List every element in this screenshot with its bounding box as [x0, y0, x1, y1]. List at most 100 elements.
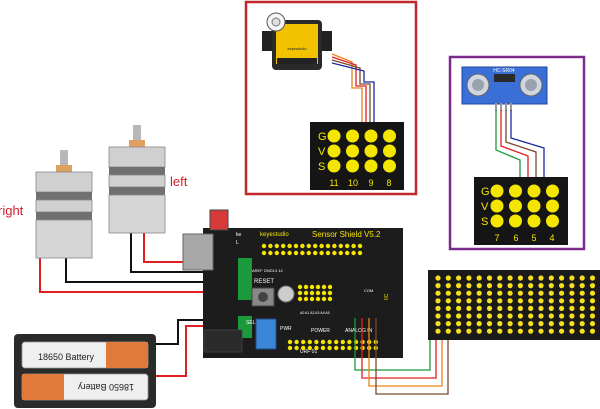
- shield-header-label: AREF GND13 12: [252, 268, 283, 273]
- led-dot: [528, 290, 534, 296]
- ultrasonic-pin-board: G V S 7 6 5 4: [474, 177, 568, 245]
- shield-header-pin: [319, 250, 324, 256]
- led-dot: [507, 275, 513, 281]
- led-dot: [517, 290, 524, 296]
- shield-header-pin: [303, 290, 309, 296]
- led-dot: [548, 313, 554, 319]
- led-dot: [538, 283, 544, 289]
- led-dot: [528, 321, 534, 327]
- ultrasonic-frame: [448, 55, 586, 251]
- led-dot: [589, 283, 596, 289]
- battery-cell-label: 18650 Battery: [77, 382, 134, 392]
- battery-cell-label: 18650 Battery: [38, 352, 95, 362]
- shield-iic-label: IIC: [384, 293, 390, 300]
- led-dot: [445, 283, 451, 289]
- servo-pin: [346, 159, 359, 173]
- led-dot: [435, 313, 441, 319]
- led-dot: [517, 328, 524, 334]
- led-dot: [466, 313, 472, 319]
- servo-pin: [364, 159, 378, 173]
- led-dot: [589, 298, 596, 304]
- shield-header-pin: [309, 296, 315, 302]
- led-dot: [435, 275, 441, 281]
- shield-header-pin: [301, 339, 306, 345]
- led-dot: [538, 275, 544, 281]
- shield-analog-label: ANALOG IN: [345, 328, 373, 334]
- shield-header-pin: [327, 284, 333, 290]
- shield-header-pin: [293, 250, 299, 256]
- led-dot: [456, 313, 462, 319]
- shield-header-pin: [347, 339, 352, 345]
- led-dot: [445, 290, 451, 296]
- led-dot: [538, 321, 544, 327]
- ultrasonic-wires: [495, 110, 545, 188]
- shield-header-pin: [325, 243, 331, 249]
- shield-reset-label: RESET: [254, 279, 274, 285]
- ultrasonic-model: HC-SR04: [493, 68, 515, 74]
- sel-switch[interactable]: [255, 318, 277, 350]
- led-dot: [589, 275, 596, 281]
- shield-header-pin: [300, 250, 305, 256]
- shield-mid-header: [297, 284, 333, 302]
- shield-header-pin: [345, 243, 350, 249]
- servo-pin: [327, 144, 341, 158]
- led-dot: [445, 321, 451, 327]
- led-dot: [559, 275, 565, 281]
- led-dot: [445, 305, 451, 311]
- ultrasonic-pin: [490, 214, 504, 228]
- led-dot: [569, 275, 575, 281]
- led-dot: [476, 321, 482, 327]
- led-dot: [579, 290, 585, 296]
- shield-header-pin: [340, 345, 345, 351]
- led-dot: [507, 321, 513, 327]
- shield-header-pin: [293, 243, 299, 249]
- led-dot: [538, 328, 544, 334]
- shield-header-pin: [314, 345, 319, 351]
- motor-wires: [39, 232, 238, 293]
- led-dot: [579, 328, 585, 334]
- servo-pin-number: 8: [386, 178, 391, 188]
- led-dot: [507, 290, 513, 296]
- ultrasonic-pin: [490, 184, 504, 198]
- shield-header-pin: [303, 284, 309, 290]
- servo-motor: keyestudio: [262, 12, 332, 70]
- shield-power-label: POWER: [311, 328, 330, 334]
- shield-uart-label: URF 01: [300, 349, 317, 355]
- shield-header-pin: [315, 296, 321, 302]
- servo-pin: [346, 144, 359, 158]
- led-dot: [517, 313, 524, 319]
- led-dot: [435, 305, 441, 311]
- led-dot: [456, 290, 462, 296]
- shield-header-pin: [297, 296, 303, 302]
- shield-header-pin: [321, 296, 327, 302]
- shield-header-pin: [281, 250, 286, 256]
- matrix-wires: [354, 318, 449, 395]
- shield-header-pin: [301, 345, 306, 351]
- shield-header-pin: [351, 243, 356, 249]
- led-dot: [569, 328, 575, 334]
- led-dot: [435, 283, 441, 289]
- shield-header-pin: [334, 345, 339, 351]
- led-dot: [517, 283, 524, 289]
- led-dot: [476, 313, 482, 319]
- battery-pack: 18650 Battery 18650 Battery: [14, 334, 156, 408]
- servo-pin: [327, 159, 341, 173]
- led-dot: [497, 305, 503, 311]
- shield-header-pin: [306, 250, 311, 256]
- led-dot: [486, 275, 493, 281]
- servo-pin-grid: [327, 129, 396, 173]
- servo-pin-board: G V S 11 10 9 8: [310, 122, 404, 190]
- led-dot: [497, 328, 503, 334]
- led-dot: [579, 275, 585, 281]
- led-dot: [589, 321, 596, 327]
- ultrasonic-row-label-s: S: [481, 216, 488, 228]
- shield-header-pin: [268, 243, 273, 249]
- led-dot: [486, 298, 493, 304]
- shield-header-pin: [321, 284, 327, 290]
- led-dot: [559, 321, 565, 327]
- shield-pwr-label: PWR: [280, 326, 292, 332]
- sensor-shield: ke L keyestudio Sensor Shield V5.2 AREF …: [182, 209, 403, 358]
- led-dot: [476, 298, 482, 304]
- led-dot: [538, 313, 544, 319]
